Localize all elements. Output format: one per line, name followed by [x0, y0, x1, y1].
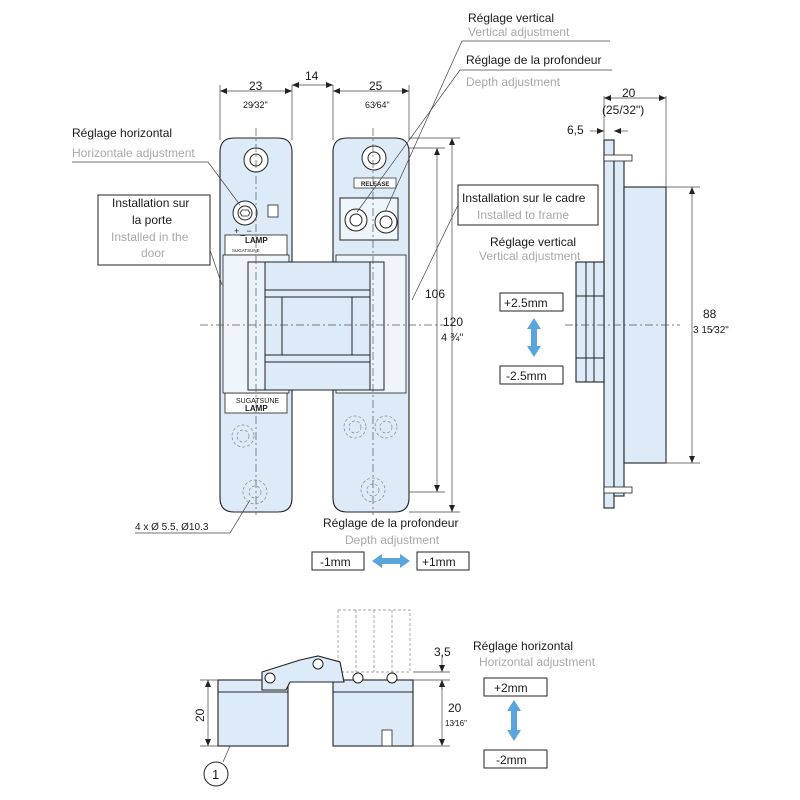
vertical-side-fr: Réglage vertical	[490, 235, 576, 249]
top-dim-20-left: 20	[193, 708, 207, 722]
depth-double-arrow-icon	[372, 554, 410, 568]
door-side-block	[217, 679, 289, 747]
horizontal-plus-box	[483, 677, 548, 697]
hidden-hole-left	[231, 424, 255, 448]
callout-number: 1	[212, 767, 219, 782]
brand-label-top: LAMP	[245, 236, 268, 245]
vertical-plus-box	[499, 292, 564, 312]
side-dim-88: 88	[703, 307, 717, 321]
vertical-adjust-callout-top: Réglage vertical Vertical adjustment	[384, 11, 610, 213]
depth-plus-box	[416, 551, 470, 571]
depth-label-fr: Réglage de la profondeur	[466, 53, 601, 67]
brand-sub-bottom: SUGATSUNE	[236, 398, 279, 405]
horizontal-bottom-en: Horizontal adjustment	[479, 655, 596, 669]
door-label-en-1: Installed in the	[111, 230, 189, 244]
horizontal-bottom-fr: Réglage horizontal	[473, 639, 573, 653]
dim-14: 14	[305, 69, 319, 83]
side-frame-plate	[603, 139, 615, 509]
dim-120: 120	[443, 315, 463, 329]
vertical-adjust-indicator: Réglage vertical Vertical adjustment +2.…	[479, 235, 581, 385]
depth-minus-value: -1mm	[320, 555, 351, 569]
frame-label-fr: Installation sur le cadre	[462, 191, 586, 205]
callout-circle	[203, 761, 229, 787]
vertical-plus-value: +2.5mm	[504, 296, 548, 310]
depth-plus-value: +1mm	[422, 555, 456, 569]
height-dimensions: 106 120 4 ¾"	[409, 137, 463, 513]
side-view: 20 (25/32") 6,5 88 3 15⁄32"	[565, 86, 729, 509]
depth-adjust-callout-top: Réglage de la profondeur Depth adjustmen…	[356, 53, 612, 213]
frame-label-en: Installed to frame	[477, 208, 569, 222]
top-dim-20-inch: 13⁄16"	[445, 719, 467, 728]
depth-adjust-indicator: Réglage de la profondeur Depth adjustmen…	[311, 516, 470, 571]
horizontal-label-fr: Réglage horizontal	[72, 126, 172, 140]
depth-minus-box	[311, 551, 365, 571]
holes-label: 4 x Ø 5.5, Ø10.3	[135, 522, 209, 533]
lock-icon	[267, 204, 279, 218]
frame-side-block	[332, 679, 414, 747]
svg-text:+‿−: +‿−	[234, 226, 252, 236]
dim-106: 106	[425, 287, 445, 301]
dim-23-inch: 29⁄32"	[243, 100, 268, 110]
dim-25-inch: 63⁄64"	[365, 100, 390, 110]
door-label-en-2: door	[141, 246, 165, 260]
holes-callout: 4 x Ø 5.5, Ø10.3	[135, 499, 251, 534]
top-dim-20-right: 20	[448, 701, 462, 715]
side-dim-6-5: 6,5	[567, 123, 584, 137]
door-label-fr-1: Installation sur	[112, 196, 189, 210]
horizontal-adjust-screw: +‿−	[232, 200, 258, 236]
horizontal-double-arrow-icon	[507, 700, 521, 741]
front-view: LAMP SUGATSUNE SUGATSUNE LAMP +‿−	[200, 128, 445, 515]
vertical-side-en: Vertical adjustment	[479, 249, 581, 263]
depth-bottom-en: Depth adjustment	[345, 533, 440, 547]
hidden-hole-right	[343, 415, 398, 439]
top-view: 20 20 13⁄16" 3,5 1	[193, 609, 467, 787]
depth-bottom-fr: Réglage de la profondeur	[323, 516, 458, 530]
horizontal-label-en: Horizontale adjustment	[72, 146, 195, 160]
vertical-label-en: Vertical adjustment	[468, 25, 570, 39]
top-mounting-hole-right	[361, 145, 387, 171]
bottom-mounting-hole-left	[242, 479, 268, 505]
frame-install-callout: Installation sur le cadre Installed to f…	[411, 184, 599, 301]
top-dim-3-5: 3,5	[434, 645, 451, 659]
dim-23: 23	[249, 79, 263, 93]
vertical-adjust-screw	[374, 210, 398, 234]
horizontal-adjust-callout: Réglage horizontal Horizontale adjustmen…	[72, 126, 241, 206]
hinge-arm	[261, 655, 345, 691]
release-label: RELEASE	[361, 182, 389, 188]
side-dim-20: 20	[622, 86, 636, 100]
top-dimensions: 23 29⁄32" 14 25 63⁄64"	[219, 69, 410, 140]
side-dim-88-inch: 3 15⁄32"	[693, 325, 729, 336]
door-install-callout: Installation sur la porte Installed in t…	[97, 194, 223, 286]
vertical-minus-value: -2.5mm	[506, 369, 547, 383]
depth-adjust-screw	[344, 208, 368, 232]
vertical-double-arrow-icon	[527, 318, 541, 357]
side-dim-20-inch: (25/32")	[602, 103, 644, 117]
horizontal-minus-box	[483, 749, 548, 769]
brand-sub-top: SUGATSUNE	[232, 248, 260, 253]
depth-label-en: Depth adjustment	[466, 75, 561, 89]
horizontal-adjust-indicator: Réglage horizontal Horizontal adjustment…	[473, 639, 596, 769]
dim-120-inch: 4 ¾"	[441, 332, 463, 344]
horizontal-plus-value: +2mm	[494, 681, 528, 695]
release-tab	[353, 177, 397, 189]
vertical-minus-box	[499, 365, 564, 385]
door-label-fr-2: la porte	[132, 213, 172, 227]
vertical-label-fr: Réglage vertical	[468, 11, 554, 25]
dim-25: 25	[369, 79, 383, 93]
brand-label-bottom: LAMP	[245, 404, 268, 413]
horizontal-minus-value: -2mm	[496, 753, 527, 767]
